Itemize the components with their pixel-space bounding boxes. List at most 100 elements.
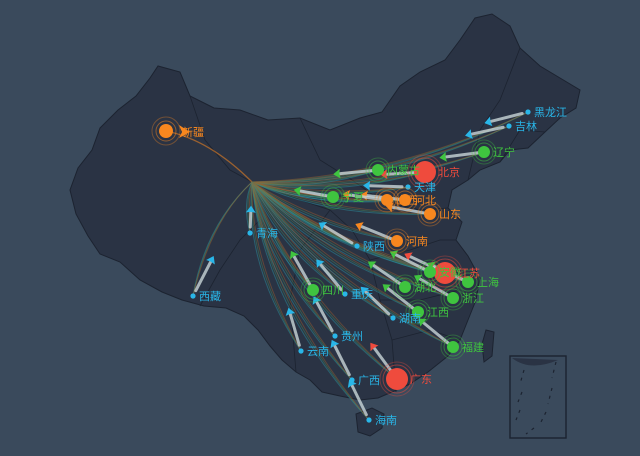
flow-arrow-icon — [330, 339, 340, 349]
flow-arrow-icon — [385, 202, 394, 213]
node-ripple — [374, 187, 400, 213]
city-node[interactable] — [434, 262, 456, 284]
flow-line — [251, 181, 398, 380]
city-labels: 黑龙江吉林辽宁内蒙古北京天津河北山西宁夏山东河南陕西青海西藏四川重庆湖北江苏安徽… — [182, 106, 567, 427]
city-label: 广东 — [410, 373, 432, 386]
city-node[interactable] — [506, 123, 512, 129]
flow-line — [251, 181, 358, 247]
flow-line — [251, 181, 406, 288]
node-ripple — [443, 337, 463, 357]
flow-line — [251, 181, 370, 421]
city-node[interactable] — [399, 281, 411, 293]
city-node[interactable] — [424, 266, 436, 278]
city-node[interactable] — [307, 284, 319, 296]
city-label: 河南 — [406, 235, 428, 248]
city-node[interactable] — [342, 291, 348, 297]
flow-line — [251, 181, 336, 337]
flow-arrow-icon — [179, 125, 190, 138]
flow-arrow-icon — [367, 261, 377, 270]
city-node[interactable] — [390, 315, 396, 321]
city-node[interactable] — [424, 208, 436, 220]
flow-trail — [350, 384, 368, 417]
flow-line — [251, 181, 409, 193]
flow-arrow-icon — [370, 342, 379, 352]
flow-trail — [319, 263, 343, 291]
city-node[interactable] — [327, 191, 339, 203]
flow-trail — [333, 344, 351, 377]
city-node[interactable] — [354, 243, 360, 249]
flow-arrow-icon — [285, 307, 296, 316]
flow-line — [251, 181, 370, 421]
flow-line — [251, 181, 454, 348]
city-node[interactable] — [386, 368, 408, 390]
city-node[interactable] — [391, 235, 403, 247]
flow-line — [251, 181, 398, 380]
city-node[interactable] — [412, 306, 424, 318]
flow-trail — [323, 224, 354, 245]
city-node[interactable] — [190, 293, 196, 299]
flow-line — [251, 181, 346, 295]
flow-line — [251, 181, 431, 215]
flow-line — [251, 181, 302, 352]
city-node[interactable] — [247, 230, 253, 236]
flow-line — [192, 181, 253, 297]
flow-arrow-icon — [389, 250, 399, 260]
city-label: 安徽 — [439, 265, 461, 279]
flow-line — [251, 181, 346, 295]
flow-line — [251, 181, 314, 291]
city-node[interactable] — [298, 348, 304, 354]
city-node[interactable] — [399, 194, 411, 206]
city-node[interactable] — [381, 194, 393, 206]
flow-trail — [248, 211, 253, 229]
flow-line — [251, 181, 454, 348]
city-label: 云南 — [307, 345, 329, 358]
city-node[interactable] — [447, 341, 459, 353]
flow-trail — [422, 321, 450, 345]
flow-trail — [299, 189, 329, 198]
city-label: 河北 — [414, 194, 436, 207]
flow-line — [251, 181, 419, 313]
node-ripple — [420, 262, 440, 282]
city-node[interactable] — [405, 184, 411, 190]
node-ripple — [417, 201, 443, 227]
flow-line — [251, 151, 485, 184]
city-node[interactable] — [478, 146, 490, 158]
city-label: 上海 — [477, 275, 499, 289]
node-ripple — [474, 142, 494, 162]
flow-line — [251, 151, 485, 187]
flow-trail — [444, 151, 480, 159]
node-ripple — [151, 116, 181, 146]
origin-node[interactable] — [159, 124, 173, 138]
flow-line — [251, 181, 454, 299]
city-node[interactable] — [366, 417, 372, 423]
city-node[interactable] — [462, 276, 474, 288]
flow-arrow-icon — [465, 129, 473, 139]
node-ripple — [408, 302, 428, 322]
city-node[interactable] — [525, 109, 531, 115]
city-node[interactable] — [349, 377, 355, 383]
city-label: 黑龙江 — [534, 106, 567, 119]
city-label: 西藏 — [199, 290, 221, 303]
flow-line — [251, 181, 353, 381]
city-label: 四川 — [322, 284, 344, 297]
flow-arrow-icon — [333, 168, 341, 179]
flow-line — [251, 181, 431, 273]
city-label: 陕西 — [363, 239, 385, 253]
flow-line — [251, 181, 431, 273]
city-label: 重庆 — [351, 287, 373, 301]
city-node[interactable] — [332, 333, 338, 339]
flow-line — [251, 169, 379, 184]
city-label: 北京 — [438, 165, 460, 179]
flow-trail — [470, 125, 505, 136]
flow-line — [251, 169, 379, 186]
flow-arrow-icon — [342, 190, 350, 200]
city-node[interactable] — [447, 292, 459, 304]
flow-trail — [418, 277, 450, 297]
flow-arrow-icon — [318, 222, 328, 231]
flow-arrow-icon — [414, 274, 423, 284]
flow-arrow-icon — [355, 222, 364, 232]
flow-trail — [394, 253, 427, 271]
city-node[interactable] — [414, 161, 436, 183]
city-node[interactable] — [372, 164, 384, 176]
